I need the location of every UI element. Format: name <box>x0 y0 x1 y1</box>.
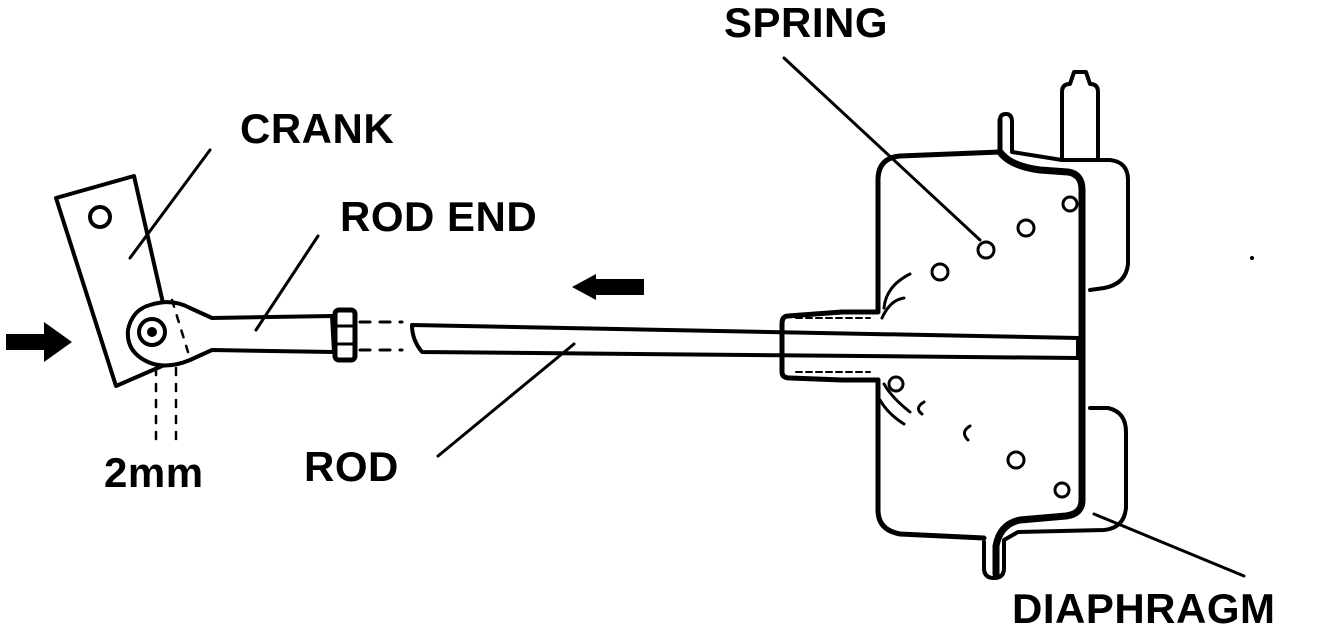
actuator-housing <box>779 70 1130 580</box>
leader-spring <box>782 56 982 242</box>
rod-end <box>125 300 358 368</box>
gap-dashes <box>154 298 190 442</box>
label-crank: CRANK <box>240 105 395 152</box>
leader-diaphragm <box>1092 512 1246 578</box>
leader-crank <box>128 148 212 260</box>
rod <box>410 323 1080 360</box>
label-gap-2mm: 2mm <box>104 449 204 496</box>
leader-rod-end <box>254 234 320 332</box>
pull-arrow <box>572 274 644 300</box>
label-spring: SPRING <box>724 0 889 46</box>
label-diaphragm: DIAPHRAGM <box>1012 585 1276 632</box>
leader-lines <box>128 56 1246 578</box>
rod-break <box>358 320 404 352</box>
leader-rod <box>436 342 576 458</box>
label-rod-end: ROD END <box>340 193 538 240</box>
label-rod: ROD <box>304 443 399 490</box>
left-push-arrow <box>6 322 72 362</box>
